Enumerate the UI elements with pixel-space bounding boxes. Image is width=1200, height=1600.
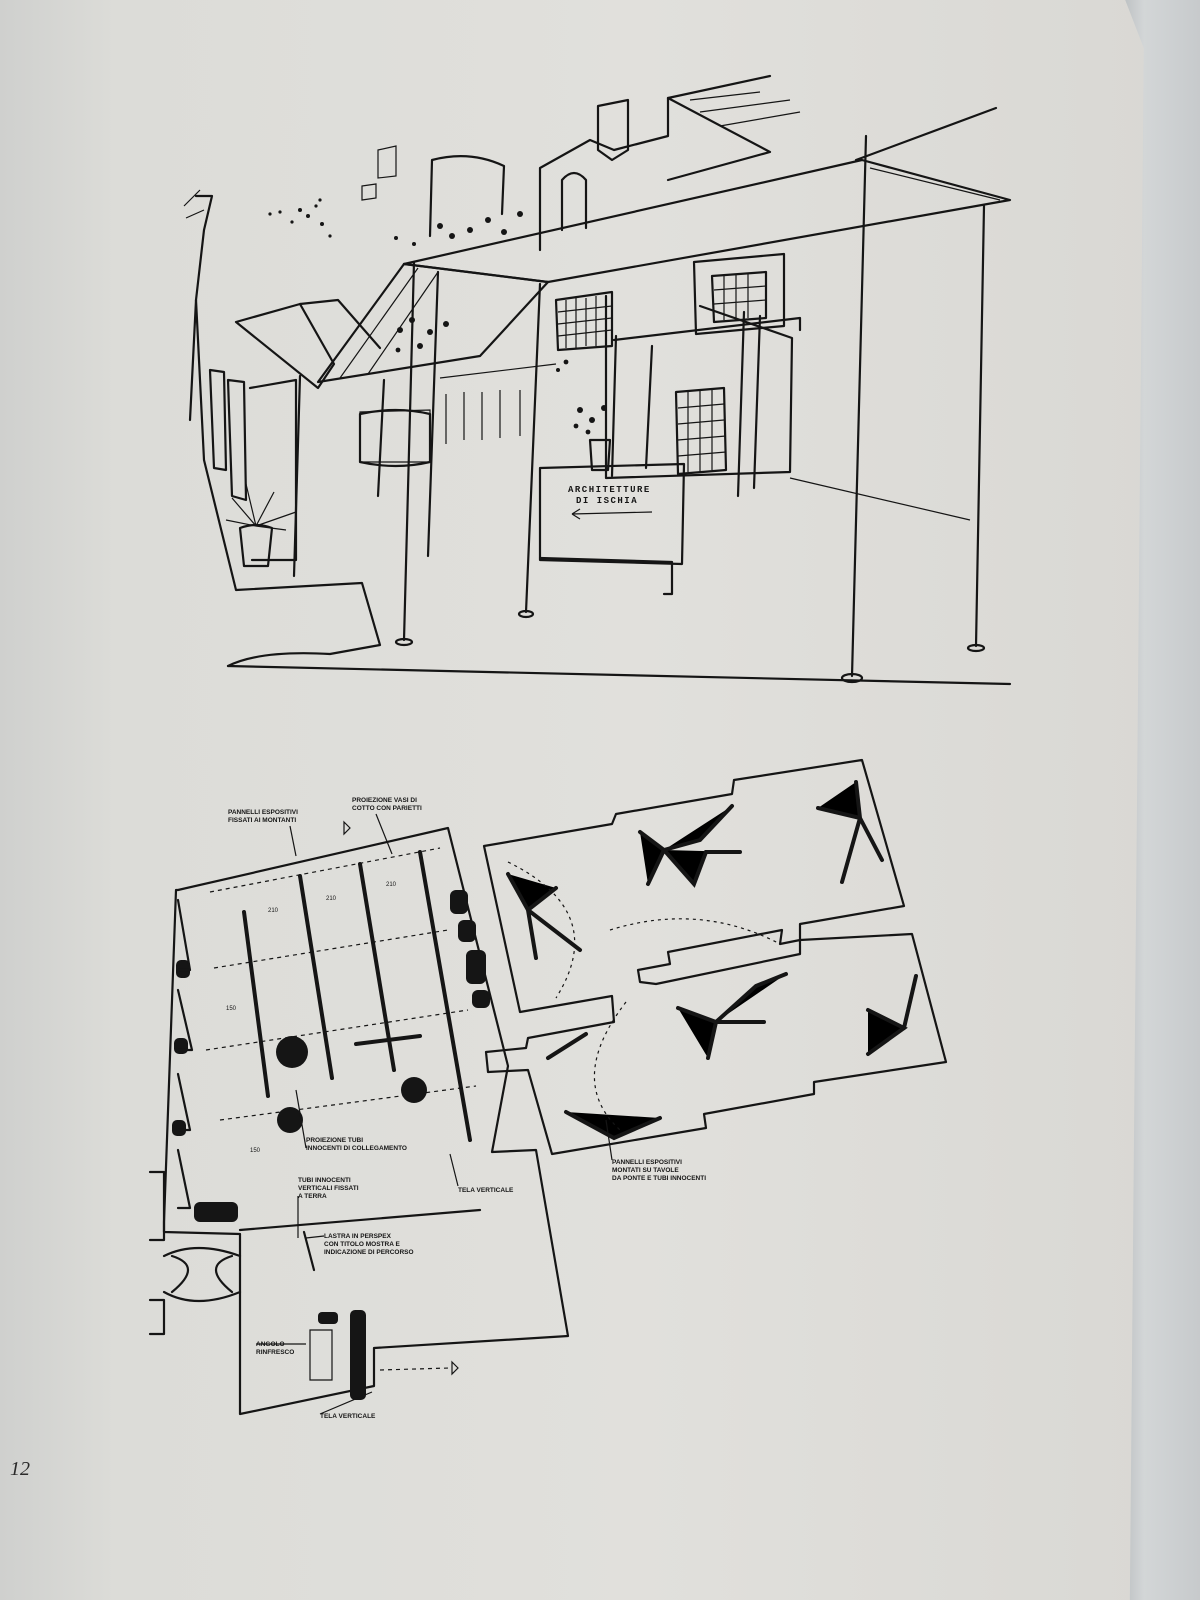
main-awning [402,158,1012,284]
label-proiezione-vasi-1: PROIEZIONE VASI DI [352,797,417,804]
label-lastra-2: CON TITOLO MOSTRA E [324,1241,400,1248]
window-grille-1 [554,290,614,352]
label-proiezione-tubi-2: INNOCENTI DI COLLEGAMENTO [306,1145,407,1152]
label-lastra-3: INDICAZIONE DI PERCORSO [324,1249,414,1256]
floor-plan: 210 210 210 150 150 PANNELLI ESPOSITIVI … [148,758,948,1420]
ground-line [226,664,1012,686]
arched-window [560,171,588,232]
sign-arrow-icon [571,508,653,520]
display-panel-3 [248,378,298,562]
dimension-2: 210 [326,896,337,902]
pole-1 [402,260,416,642]
upper-window [692,252,786,336]
vegetation [268,198,607,435]
potted-plant [225,483,297,568]
left-canopy [234,302,336,390]
pole-4 [850,134,868,678]
pole-7 [376,378,386,498]
dimension-5: 150 [250,1148,261,1154]
pole-6 [292,374,302,578]
sign-text-line2: DI ISCHIA [576,496,638,506]
dimension-1: 210 [268,908,279,914]
label-proiezione-vasi-2: COTTO CON PARIETTI [352,805,422,812]
label-tela-verticale-right: TELA VERTICALE [458,1187,514,1194]
exhibition-sign: ARCHITETTURE DI ISCHIA [538,462,686,596]
window-grille-2 [674,386,728,476]
page-number: 12 [10,1458,30,1480]
dimension-4: 150 [226,1006,237,1012]
label-pannelli-fissati-2: FISSATI AI MONTANTI [228,817,296,824]
display-panel-1 [208,368,228,472]
left-planter-outline [194,298,382,668]
label-pannelli-tavole-2: MONTATI SU TAVOLE [612,1167,679,1174]
exhibition-panels [506,780,918,1141]
dimension-3: 210 [386,882,397,888]
label-tubi-verticali-1: TUBI INNOCENTI [298,1177,351,1184]
pole-3 [524,282,542,614]
label-tela-verticale-bottom: TELA VERTICALE [320,1413,376,1420]
back-building [538,74,772,252]
label-tubi-verticali-2: VERTICALI FISSATI [298,1185,359,1192]
chimney [596,98,630,162]
label-tubi-verticali-3: A TERRA [298,1193,327,1200]
perspective-sketch: ARCHITETTURE DI ISCHIA [183,74,1012,686]
building-outline [482,758,948,1156]
display-panel-2 [226,378,248,502]
label-pannelli-tavole-1: PANNELLI ESPOSITIVI [612,1159,682,1166]
entrance-arches [162,1246,242,1303]
tower [428,155,506,238]
label-pannelli-fissati-1: PANNELLI ESPOSITIVI [228,809,298,816]
label-proiezione-tubi-1: PROIEZIONE TUBI [306,1137,363,1144]
pole-5 [974,204,986,648]
label-pannelli-tavole-3: DA PONTE E TUBI INNOCENTI [612,1175,706,1182]
book-page [0,0,1144,1600]
pole-2 [426,270,440,558]
central-canopy [316,262,550,384]
label-lastra-1: LASTRA IN PERSPEX [324,1233,392,1240]
sign-text-line1: ARCHITETTURE [568,485,651,495]
label-angolo-2: RINFRESCO [256,1349,294,1356]
